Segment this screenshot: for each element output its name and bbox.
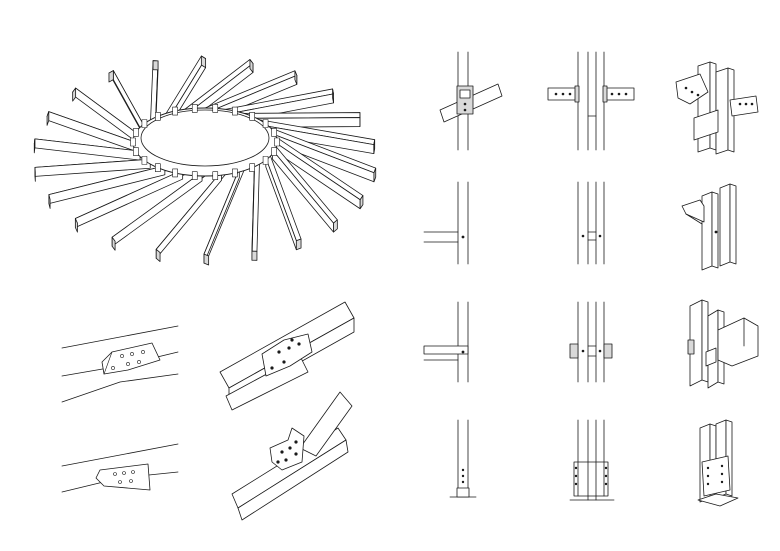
radial-beam-assembly — [33, 55, 377, 266]
ring-notch — [232, 106, 238, 116]
joint-double-beam-double-post — [569, 301, 613, 383]
ring-notch — [271, 128, 277, 137]
radial-beam-end — [359, 195, 364, 210]
radial-beam-end — [48, 194, 51, 209]
radial-beam-end — [373, 139, 376, 155]
ring-notch — [191, 104, 198, 113]
joint-inclined-double-post — [547, 51, 635, 151]
radial-beam-end — [295, 238, 302, 251]
ring-notch — [212, 104, 219, 113]
bracket-detail-flat-2 — [61, 443, 179, 493]
ring-notch — [172, 168, 178, 178]
radial-beam-end — [249, 59, 254, 73]
joint-inclined-isometric — [675, 61, 759, 155]
ring-notch — [274, 137, 280, 147]
radial-beam-end — [111, 236, 116, 251]
ring-notch — [271, 147, 277, 156]
joint-base-single-post — [449, 419, 477, 498]
ring-notch — [172, 106, 178, 116]
bracket-detail-iso-1 — [219, 301, 355, 411]
radial-beam-end — [74, 218, 78, 233]
joint-base-double-post — [569, 419, 615, 501]
ring-notch — [133, 147, 139, 156]
joint-horizontal-isometric — [681, 183, 737, 271]
ring-notch — [262, 119, 269, 128]
joint-horizontal-single-post — [423, 181, 469, 265]
radial-beam-end — [333, 219, 338, 233]
ring-notch — [232, 168, 238, 178]
ring-notch — [191, 171, 198, 180]
ring-notch — [262, 156, 269, 165]
joint-double-beam-single-post — [423, 301, 469, 383]
ring-notch — [212, 171, 219, 180]
ring-notch — [155, 112, 161, 121]
radial-beam-end — [108, 70, 114, 83]
joint-inclined-single-post — [439, 51, 503, 151]
radial-beam-end — [251, 250, 258, 261]
radial-beam-end — [203, 253, 210, 266]
radial-beam-end — [373, 167, 377, 183]
radial-beam-side — [203, 168, 240, 264]
radial-beam-end — [72, 87, 77, 102]
radial-beam-end — [332, 88, 334, 104]
ring-beam-inner — [140, 109, 270, 167]
joint-horizontal-double-post — [577, 181, 605, 265]
ring-notch — [141, 156, 148, 165]
ring-notch — [141, 119, 148, 128]
ring-notch — [133, 128, 139, 137]
ring-notch — [249, 112, 255, 121]
joint-double-beam-isometric — [687, 299, 759, 389]
bracket-detail-iso-2 — [231, 391, 353, 521]
joint-base-isometric — [697, 419, 739, 507]
radial-beam-end — [152, 60, 159, 71]
ring-notch — [155, 163, 161, 172]
ring-notch — [249, 163, 255, 172]
radial-beam-end — [46, 111, 50, 126]
radial-beam-end — [33, 138, 36, 154]
radial-beam-end — [294, 70, 298, 85]
radial-beam-end — [155, 248, 161, 262]
radial-beam-end — [200, 55, 207, 69]
bracket-detail-flat-1 — [61, 325, 179, 403]
ring-notch — [130, 137, 136, 147]
